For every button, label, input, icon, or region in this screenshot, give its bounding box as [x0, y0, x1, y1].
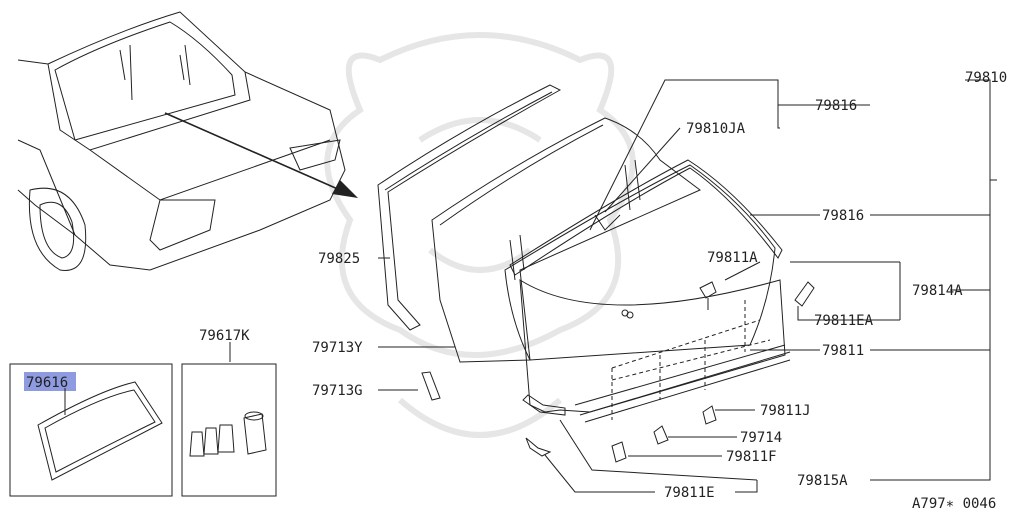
label-79810ja: 79810JA	[686, 121, 746, 137]
label-79713y: 79713Y	[312, 340, 363, 356]
screw-79811a	[699, 281, 717, 310]
glass-79811	[504, 164, 776, 361]
label-79810: 79810	[965, 70, 1007, 86]
windshield-inset	[37, 381, 163, 481]
moulding-79816	[509, 159, 783, 276]
moulding-79825	[377, 84, 562, 331]
arrow-head	[332, 180, 358, 198]
label-79825: 79825	[318, 251, 360, 267]
fasteners-inset	[189, 411, 267, 457]
label-79811: 79811	[822, 343, 864, 359]
box-79616	[9, 363, 173, 497]
clip-79811ea	[794, 281, 815, 307]
direction-arrow	[164, 112, 341, 191]
label-79617k: 79617K	[199, 328, 250, 344]
clip-79811e	[525, 437, 552, 457]
label-79714: 79714	[740, 430, 782, 446]
glass-79713y	[431, 117, 701, 363]
label-79811e: 79811E	[664, 485, 715, 501]
label-79811a: 79811A	[707, 250, 758, 266]
clip-79811f	[611, 441, 627, 463]
clip-79811j	[702, 405, 717, 425]
box-79617k	[181, 363, 277, 497]
leader-lines	[229, 79, 997, 493]
diagram-code: A797∗ 0046	[912, 496, 996, 510]
seal-strip	[522, 394, 566, 416]
clip-79713g	[421, 371, 441, 401]
watermark-emblem	[324, 32, 636, 438]
label-79816-mid: 79816	[822, 208, 864, 224]
label-79811j: 79811J	[760, 403, 811, 419]
label-79815a: 79815A	[797, 473, 848, 489]
label-79811ea: 79811EA	[814, 313, 874, 329]
clip-79714	[653, 425, 669, 445]
label-79814a: 79814A	[912, 283, 963, 299]
label-79811f: 79811F	[726, 449, 777, 465]
car-rear-illustration	[17, 11, 346, 271]
label-79713g: 79713G	[312, 383, 363, 399]
label-79816-top: 79816	[815, 98, 857, 114]
highlight-79616	[24, 372, 76, 391]
label-79616: 79616	[26, 375, 68, 391]
